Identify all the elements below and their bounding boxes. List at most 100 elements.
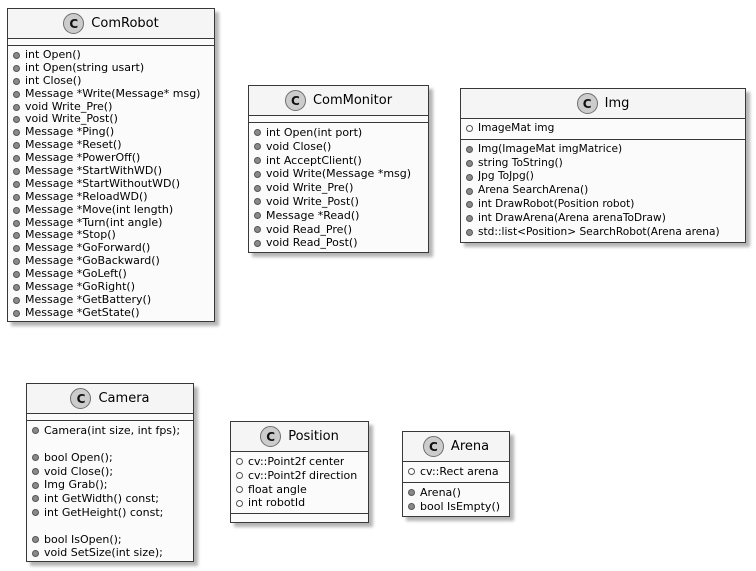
method-visibility-icon <box>254 212 261 220</box>
member-text: bool IsOpen(); <box>44 532 122 546</box>
attributes-compartment <box>27 414 193 421</box>
member-text: void Read_Pre() <box>266 222 352 236</box>
member-text: void Write_Post() <box>266 194 359 208</box>
field-visibility-icon <box>408 468 415 476</box>
method-row: void Write_Pre() <box>254 181 423 195</box>
methods-compartment: Img(ImageMat imgMatrice)string ToString(… <box>461 140 745 242</box>
method-visibility-icon <box>13 245 20 253</box>
method-row: Message *PowerOff() <box>13 152 209 165</box>
class-title: Camera <box>98 391 150 406</box>
method-row: Message *GoRight() <box>13 281 209 294</box>
methods-compartment: int Open(int port)void Close()int Accept… <box>249 123 428 252</box>
method-visibility-icon <box>32 549 39 557</box>
method-visibility-icon <box>254 225 261 233</box>
member-text: int robotId <box>248 496 306 510</box>
class-icon: C <box>70 388 92 409</box>
member-text: Message *Reset() <box>25 139 122 152</box>
method-visibility-icon <box>13 116 20 124</box>
field-visibility-icon <box>236 485 243 493</box>
member-text: void Write(Message *msg) <box>266 167 412 181</box>
member-text: void Write_Pre() <box>266 181 354 195</box>
method-row: void Write_Post() <box>13 113 209 126</box>
member-text: Message *ReloadWD() <box>25 190 148 203</box>
method-row: Img Grab(); <box>32 478 188 492</box>
method-visibility-icon <box>408 502 415 510</box>
method-visibility-icon <box>466 228 473 236</box>
member-text: void Close(); <box>44 464 114 478</box>
member-text: cv::Rect arena <box>420 465 499 478</box>
method-row: Message *GoForward() <box>13 242 209 255</box>
attributes-compartment <box>8 39 214 46</box>
field-row: ImageMat img <box>466 122 740 136</box>
methods-compartment: Camera(int size, int fps);bool Open();vo… <box>27 421 193 561</box>
class-title: Position <box>288 429 339 444</box>
member-text: int DrawRobot(Position robot) <box>478 197 635 210</box>
method-row: Message *Write(Message* msg) <box>13 88 209 101</box>
method-visibility-icon <box>13 142 20 150</box>
member-text: Arena SearchArena() <box>478 184 589 197</box>
class-header: C Position <box>231 422 368 452</box>
method-row: void Close(); <box>32 465 188 479</box>
class-icon: C <box>284 90 306 111</box>
class-header: C ComRobot <box>8 9 214 39</box>
method-visibility-icon <box>13 258 20 266</box>
member-text: void Close() <box>266 139 332 153</box>
method-row: int GetWidth() const; <box>32 492 188 506</box>
method-row: Message *GetState() <box>13 307 209 320</box>
method-visibility-icon <box>13 309 20 317</box>
method-visibility-icon <box>254 184 261 192</box>
method-row: bool Open(); <box>32 451 188 465</box>
member-text: std::list<Position> SearchRobot(Arena ar… <box>478 225 720 238</box>
class-header: C ComMonitor <box>249 86 428 116</box>
method-visibility-icon <box>466 173 473 181</box>
method-row: void SetSize(int size); <box>32 546 188 560</box>
method-visibility-icon <box>13 271 20 279</box>
field-visibility-icon <box>466 125 473 133</box>
member-text: Message *StartWithoutWD() <box>25 177 180 190</box>
method-row: int Open(int port) <box>254 126 423 140</box>
method-row: void Read_Post() <box>254 236 423 250</box>
class-icon: C <box>422 436 444 457</box>
method-row: Message *ReloadWD() <box>13 191 209 204</box>
method-visibility-icon <box>13 64 20 72</box>
method-visibility-icon <box>13 219 20 227</box>
method-row: int DrawArena(Arena arenaToDraw) <box>466 212 740 226</box>
member-text: int DrawArena(Arena arenaToDraw) <box>478 211 666 224</box>
methods-compartment: int Open()int Open(string usart)int Clos… <box>8 46 214 321</box>
member-text: void SetSize(int size); <box>44 546 163 560</box>
method-visibility-icon <box>13 103 20 111</box>
class-icon: C <box>63 13 85 34</box>
member-text: Message *GoRight() <box>25 281 136 294</box>
method-visibility-icon <box>13 180 20 188</box>
member-text: cv::Point2f center <box>248 455 345 468</box>
member-text: Jpg ToJpg() <box>478 170 534 183</box>
method-row: void Write(Message *msg) <box>254 167 423 181</box>
field-row: cv::Rect arena <box>408 465 504 479</box>
method-visibility-icon <box>466 187 473 195</box>
class-camera: C Camera Camera(int size, int fps); bool … <box>26 383 194 562</box>
member-text: Message *GoBackward() <box>25 255 160 268</box>
method-visibility-icon <box>13 167 20 175</box>
member-text: Message *GoForward() <box>25 242 151 255</box>
member-text: Camera(int size, int fps); <box>44 424 181 437</box>
method-row: bool IsOpen(); <box>32 533 188 547</box>
member-text: int AcceptClient() <box>266 153 362 167</box>
field-visibility-icon <box>236 499 243 507</box>
method-row: void Write_Pre() <box>13 101 209 114</box>
method-visibility-icon <box>254 129 261 137</box>
member-text: int Open(int port) <box>266 126 363 139</box>
member-text: Message *Move(int length) <box>25 203 174 216</box>
method-row: int DrawRobot(Position robot) <box>466 198 740 212</box>
field-row: int robotId <box>236 496 363 510</box>
method-visibility-icon <box>13 90 20 98</box>
methods-compartment <box>231 514 368 522</box>
method-row: Message *Ping() <box>13 126 209 139</box>
method-row <box>32 519 188 533</box>
method-row: bool IsEmpty() <box>408 500 504 514</box>
class-title: ComMonitor <box>312 93 393 108</box>
method-row: Message *Stop() <box>13 229 209 242</box>
member-text: Message *PowerOff() <box>25 152 141 165</box>
field-row: float angle <box>236 483 363 497</box>
method-visibility-icon <box>254 170 261 178</box>
